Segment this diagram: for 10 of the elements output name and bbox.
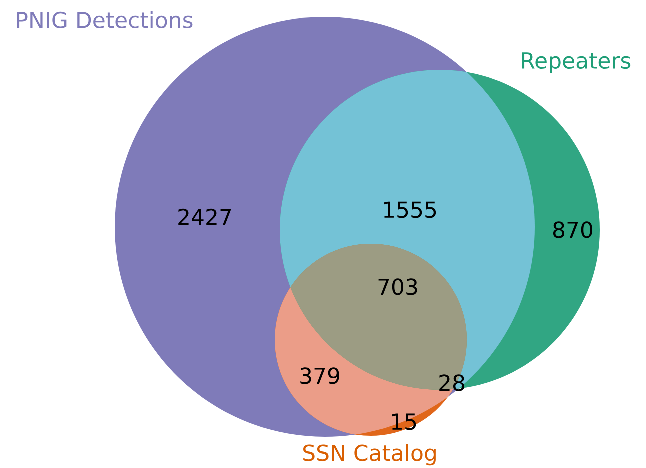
region-count: 2427 xyxy=(178,208,232,226)
set-label: PNIG Detections xyxy=(17,11,193,29)
region-count: 28 xyxy=(440,374,464,392)
region-count: 870 xyxy=(554,222,593,238)
region-count: 703 xyxy=(378,278,418,296)
region-count: 379 xyxy=(300,368,340,384)
region-count: 15 xyxy=(392,414,416,430)
set-label: SSN Catalog xyxy=(304,444,436,466)
region-count: 1555 xyxy=(384,202,436,218)
set-label: Repeaters xyxy=(522,52,631,74)
